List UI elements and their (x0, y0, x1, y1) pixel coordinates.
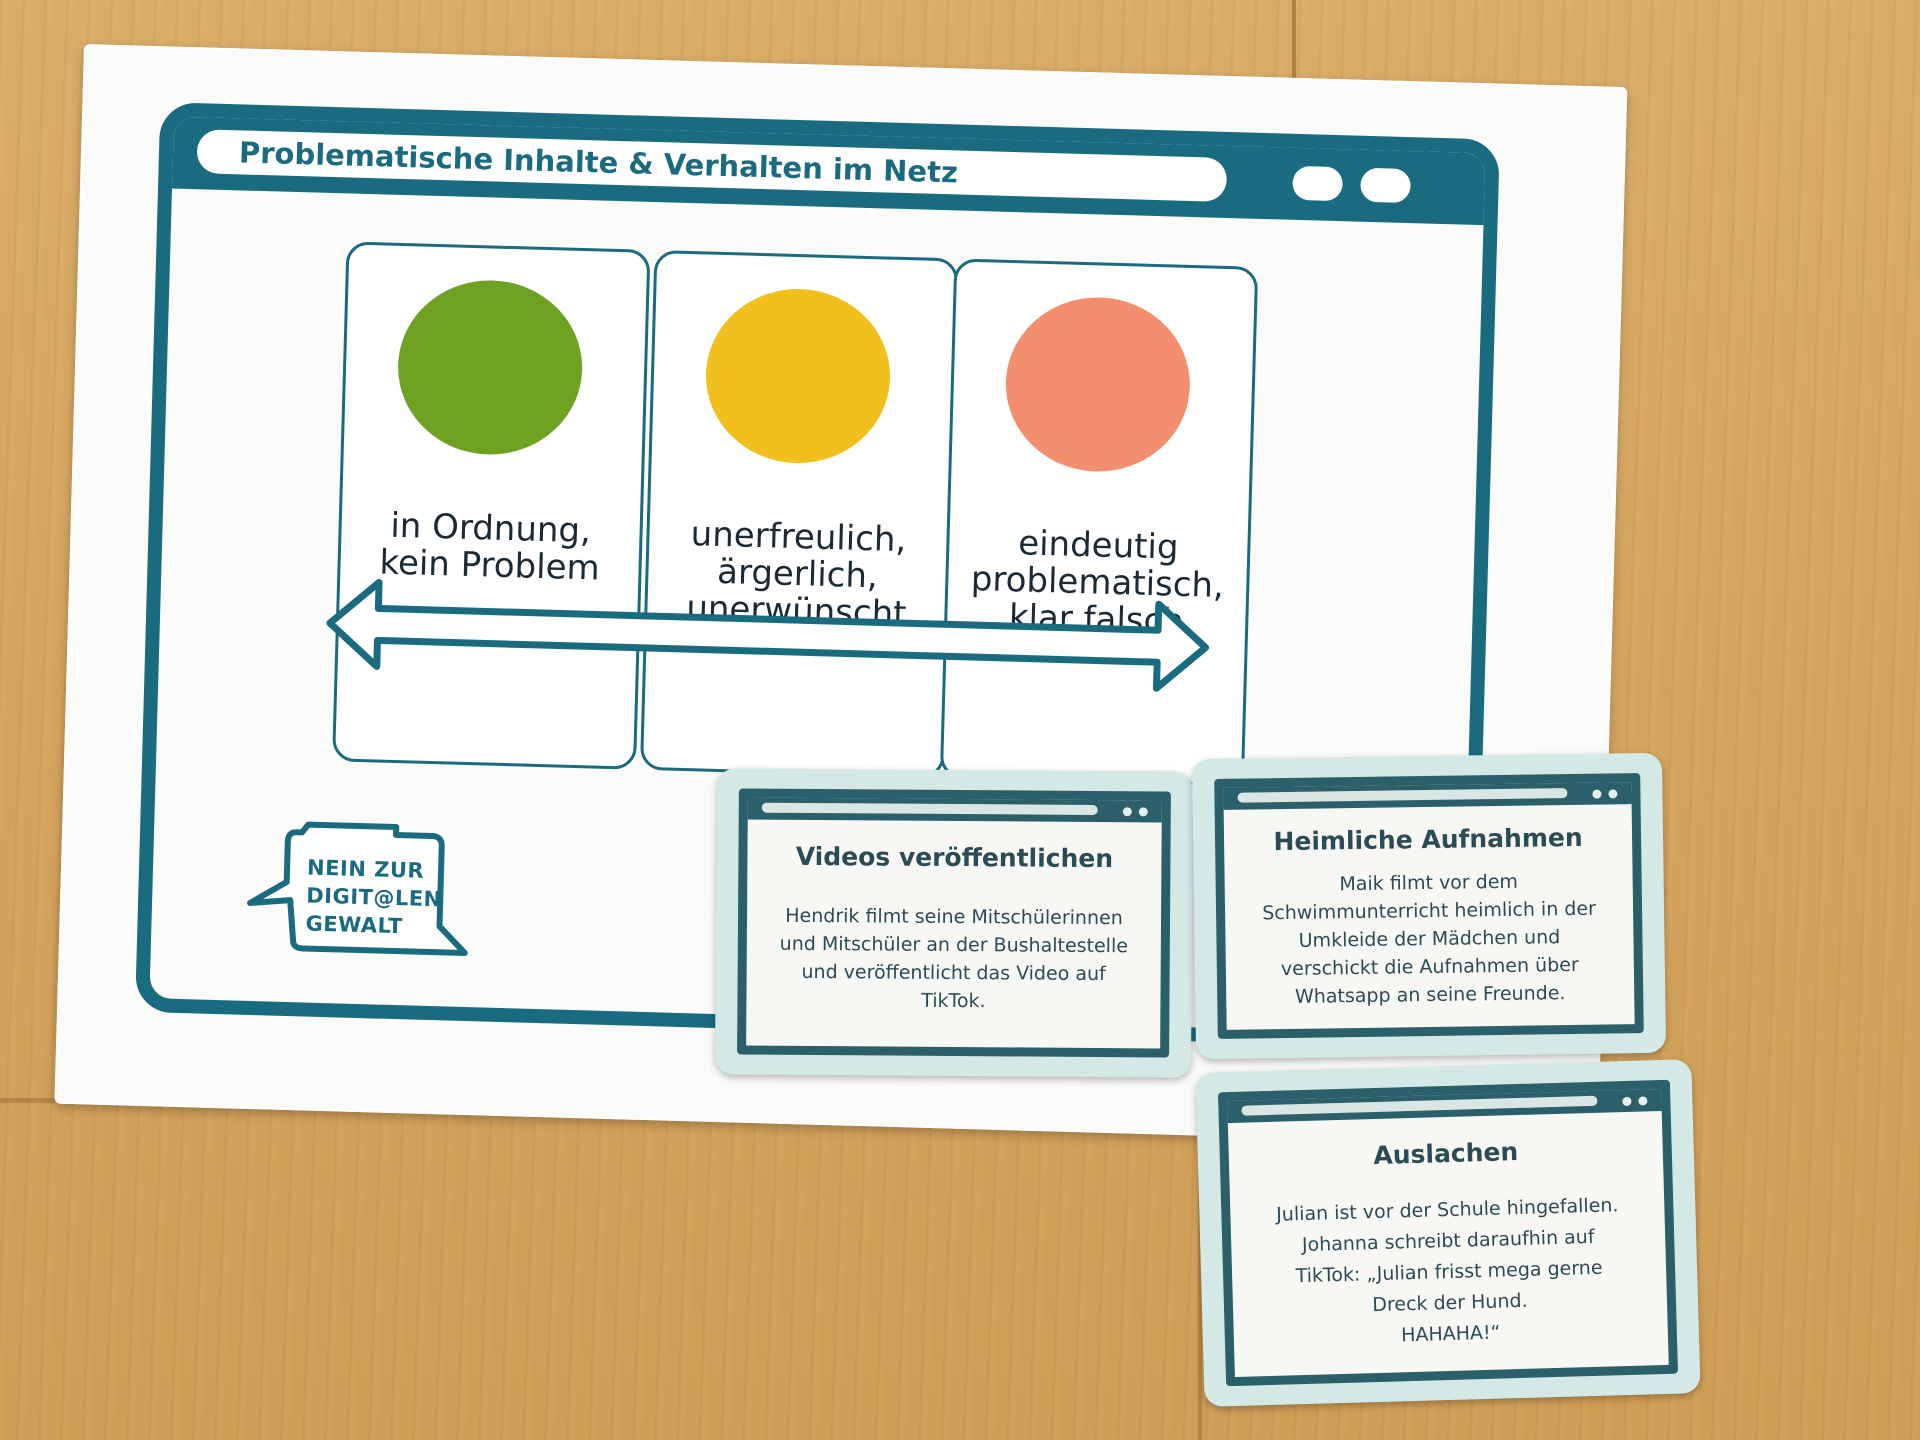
browser-window-frame: Problematische Inhalte & Verhalten im Ne… (134, 102, 1500, 1050)
column-problematic: eindeutig problematisch, klar falsch (939, 258, 1259, 787)
scenario-card[interactable]: Videos veröffentlichen Hendrik filmt sei… (714, 768, 1194, 1078)
scenario-card[interactable]: Auslachen Julian ist vor der Schule hing… (1195, 1059, 1701, 1407)
window-dot-icon (1122, 807, 1132, 817)
card-titlebar (1223, 782, 1632, 810)
card-titlebar (747, 797, 1162, 823)
card-title: Auslachen (1372, 1137, 1519, 1171)
scenario-card[interactable]: Heimliche Aufnahmen Maik filmt vor dem S… (1191, 752, 1667, 1060)
card-window: Auslachen Julian ist vor der Schule hing… (1217, 1079, 1679, 1387)
card-title: Heimliche Aufnahmen (1273, 822, 1583, 857)
browser-titlebar: Problematische Inhalte & Verhalten im Ne… (171, 116, 1486, 226)
double-arrow-icon (326, 578, 1210, 692)
window-dot-icon (1592, 789, 1602, 799)
logo-text: NEIN ZUR DIGIT@LEN GEWALT (305, 855, 443, 939)
card-address-bar (761, 802, 1098, 816)
column-unpleasant: unerfreulich, ärgerlich, unerwünscht (639, 250, 959, 779)
column-ok: in Ordnung, kein Problem (332, 241, 651, 770)
red-circle-icon (1003, 294, 1193, 474)
laminated-worksheet: Problematische Inhalte & Verhalten im Ne… (54, 44, 1628, 1147)
card-window: Heimliche Aufnahmen Maik filmt vor dem S… (1214, 773, 1644, 1039)
card-window: Videos veröffentlichen Hendrik filmt sei… (737, 788, 1171, 1058)
speech-bubble-logo-icon (247, 821, 468, 956)
card-address-bar (1237, 788, 1568, 803)
window-button-icon (1360, 167, 1412, 204)
window-dot-icon (1622, 1096, 1632, 1107)
card-address-bar (1241, 1095, 1598, 1116)
yellow-circle-icon (703, 286, 893, 466)
card-body: Hendrik filmt seine Mitschülerinnen und … (779, 904, 1129, 1013)
card-title: Videos veröffentlichen (795, 841, 1114, 874)
board-title: Problematische Inhalte & Verhalten im Ne… (196, 129, 1228, 202)
window-button-icon (1292, 165, 1344, 202)
window-dot-icon (1638, 1096, 1648, 1106)
card-body: Julian ist vor der Schule hingefallen. J… (1275, 1194, 1619, 1347)
green-circle-icon (395, 277, 585, 458)
card-body: Maik filmt vor dem Schwimmunterricht hei… (1262, 870, 1597, 1008)
card-titlebar (1227, 1088, 1662, 1124)
window-dot-icon (1608, 789, 1618, 799)
window-dot-icon (1138, 807, 1148, 817)
